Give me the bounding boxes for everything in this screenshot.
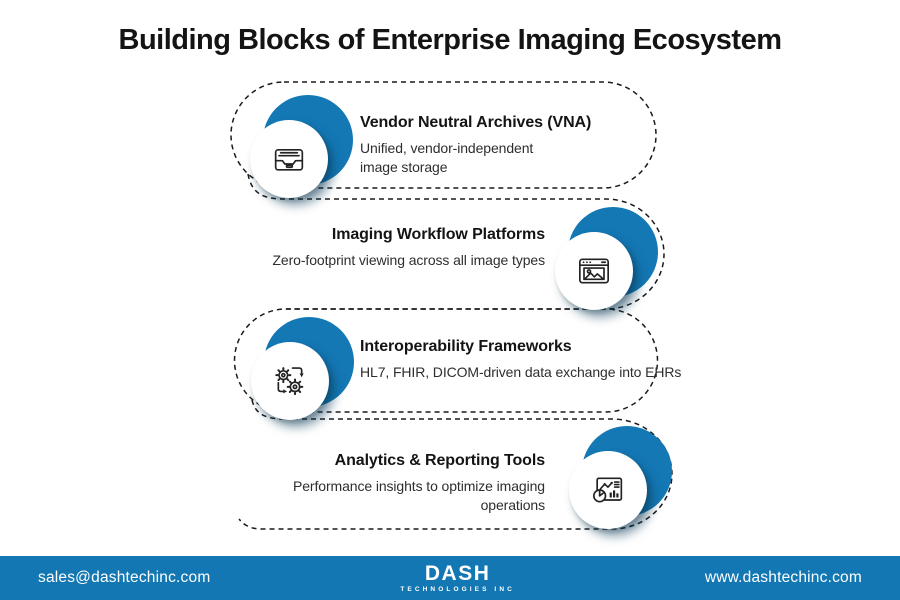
logo-name: DASH: [424, 561, 491, 585]
item2-description: Zero-footprint viewing across all image …: [272, 252, 545, 268]
archive-inbox-icon: [274, 149, 304, 171]
gears-exchange-icon: [275, 367, 304, 396]
page-title: Building Blocks of Enterprise Imaging Ec…: [118, 24, 782, 56]
row3-outline: [233, 308, 659, 413]
item2-badge: [555, 207, 658, 310]
item2-icon-circle: [555, 232, 633, 310]
item4-title: Analytics & Reporting Tools: [334, 452, 545, 469]
dash-technologies-logo: DASH TECHNOLOGIES INC: [400, 563, 515, 594]
item3-badge: [251, 317, 354, 420]
item4: Analytics & Reporting Tools Performance …: [245, 452, 545, 516]
item3-description: HL7, FHIR, DICOM-driven data exchange in…: [360, 364, 682, 380]
item4-badge: [569, 426, 672, 529]
analytics-chart-icon: [593, 477, 623, 503]
item1-description: Unified, vendor-independent image storag…: [360, 140, 534, 176]
item3: Interoperability Frameworks HL7, FHIR, D…: [360, 338, 682, 382]
image-viewer-window-icon: [579, 258, 609, 284]
row1-row2-connector: [247, 173, 281, 200]
item1: Vendor Neutral Archives (VNA) Unified, v…: [360, 114, 610, 178]
item3-icon-circle: [251, 342, 329, 420]
item3-title: Interoperability Frameworks: [360, 338, 572, 355]
row3-row4-connector: [251, 399, 285, 420]
item1-badge: [250, 95, 353, 198]
footer-website[interactable]: www.dashtechinc.com: [704, 569, 862, 586]
row4-outline: [238, 418, 673, 530]
item1-icon-circle: [250, 120, 328, 198]
row2-outline: [280, 198, 665, 310]
logo-subtitle: TECHNOLOGIES INC: [400, 585, 515, 593]
item1-title: Vendor Neutral Archives (VNA): [360, 114, 592, 131]
footer-email[interactable]: sales@dashtechinc.com: [38, 569, 211, 586]
item4-icon-circle: [569, 451, 647, 529]
item4-description: Performance insights to optimize imaging…: [292, 478, 545, 514]
item2-title: Imaging Workflow Platforms: [331, 226, 545, 243]
footer-bar: sales@dashtechinc.com DASH TECHNOLOGIES …: [0, 556, 900, 600]
item2: Imaging Workflow Platforms Zero-footprin…: [205, 226, 545, 270]
